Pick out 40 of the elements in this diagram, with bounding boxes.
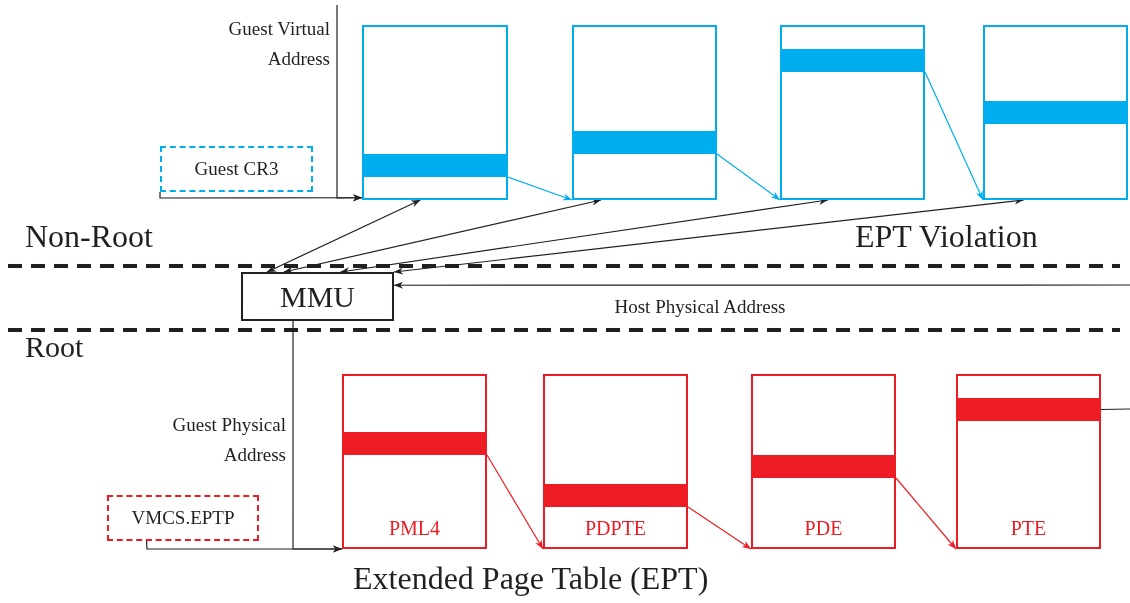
table-entry-bar	[362, 154, 508, 177]
arrow	[895, 477, 957, 550]
mmu-box	[241, 272, 394, 321]
arrow	[716, 153, 781, 201]
region-label: Non-Root	[25, 218, 153, 255]
table-name: PTE	[1010, 517, 1047, 540]
arrow	[283, 198, 602, 274]
arrow	[486, 454, 544, 550]
register-box	[160, 146, 313, 192]
arrow	[266, 199, 421, 273]
arrow	[393, 281, 1130, 289]
arrow	[145, 540, 343, 553]
page-table	[751, 374, 896, 549]
table-entry-bar	[342, 432, 487, 455]
table-entry-bar	[780, 49, 925, 72]
table-entry-bar	[956, 398, 1101, 421]
box-label: MMU	[280, 279, 355, 314]
caption-text: Extended Page Table (EPT)	[353, 560, 709, 597]
arrow	[687, 506, 752, 550]
region-label: Root	[25, 330, 84, 364]
register-box	[107, 495, 259, 541]
page-table	[362, 25, 508, 200]
page-table	[543, 374, 688, 549]
table-entry-bar	[983, 101, 1128, 124]
table-entry-bar	[543, 484, 688, 507]
box-label: Guest CR3	[194, 158, 279, 180]
page-table	[572, 25, 717, 200]
table-entry-bar	[572, 131, 717, 154]
region-label: EPT Violation	[855, 218, 1038, 255]
arrow	[507, 176, 573, 201]
table-name: PML4	[388, 517, 441, 540]
page-table	[780, 25, 925, 200]
table-entry-bar	[751, 455, 896, 478]
arrow	[336, 4, 363, 202]
page-table	[956, 374, 1101, 549]
table-name: PDE	[804, 517, 843, 540]
table-name: PDPTE	[584, 517, 647, 540]
page-table	[342, 374, 487, 549]
page-table	[983, 25, 1128, 200]
box-label: VMCS.EPTP	[131, 507, 235, 529]
